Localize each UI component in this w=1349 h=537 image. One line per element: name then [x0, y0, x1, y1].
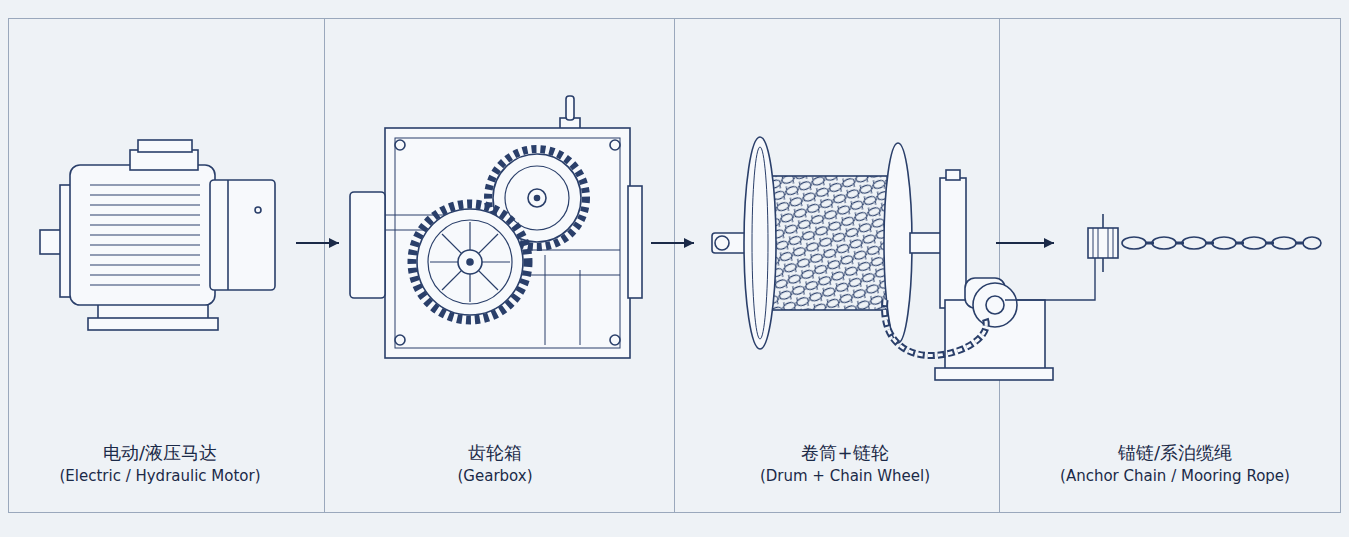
- anchor-chain-drawing: [1088, 214, 1321, 272]
- stage-panel: 卷筒+链轮(Drum + Chain Wheel): [694, 30, 996, 505]
- stage-panel: 齿轮箱(Gearbox): [339, 30, 651, 505]
- panel-frame: [9, 18, 1341, 513]
- motor-drawing: [40, 140, 275, 330]
- stage-panel: 锚链/系泊缆绳(Anchor Chain / Mooring Rope): [1054, 30, 1296, 505]
- stage-panel: 电动/液压马达(Electric / Hydraulic Motor): [24, 30, 296, 505]
- stage-subtitle: (Drum + Chain Wheel): [694, 465, 996, 487]
- flow-arrow: [296, 242, 339, 244]
- stage-subtitle: (Gearbox): [339, 465, 651, 487]
- caption-group: 齿轮箱(Gearbox): [339, 441, 651, 487]
- stage-title: 电动/液压马达: [24, 441, 296, 465]
- caption-group: 锚链/系泊缆绳(Anchor Chain / Mooring Rope): [1054, 441, 1296, 487]
- stage-subtitle: (Anchor Chain / Mooring Rope): [1054, 465, 1296, 487]
- gearbox-drawing: [350, 96, 642, 358]
- stage-title: 锚链/系泊缆绳: [1054, 441, 1296, 465]
- stage-subtitle: (Electric / Hydraulic Motor): [24, 465, 296, 487]
- stage-title: 卷筒+链轮: [694, 441, 996, 465]
- drum-drawing: [712, 137, 1095, 380]
- flow-arrow: [996, 242, 1054, 244]
- flow-arrow: [651, 242, 694, 244]
- caption-group: 卷筒+链轮(Drum + Chain Wheel): [694, 441, 996, 487]
- stage-title: 齿轮箱: [339, 441, 651, 465]
- caption-group: 电动/液压马达(Electric / Hydraulic Motor): [24, 441, 296, 487]
